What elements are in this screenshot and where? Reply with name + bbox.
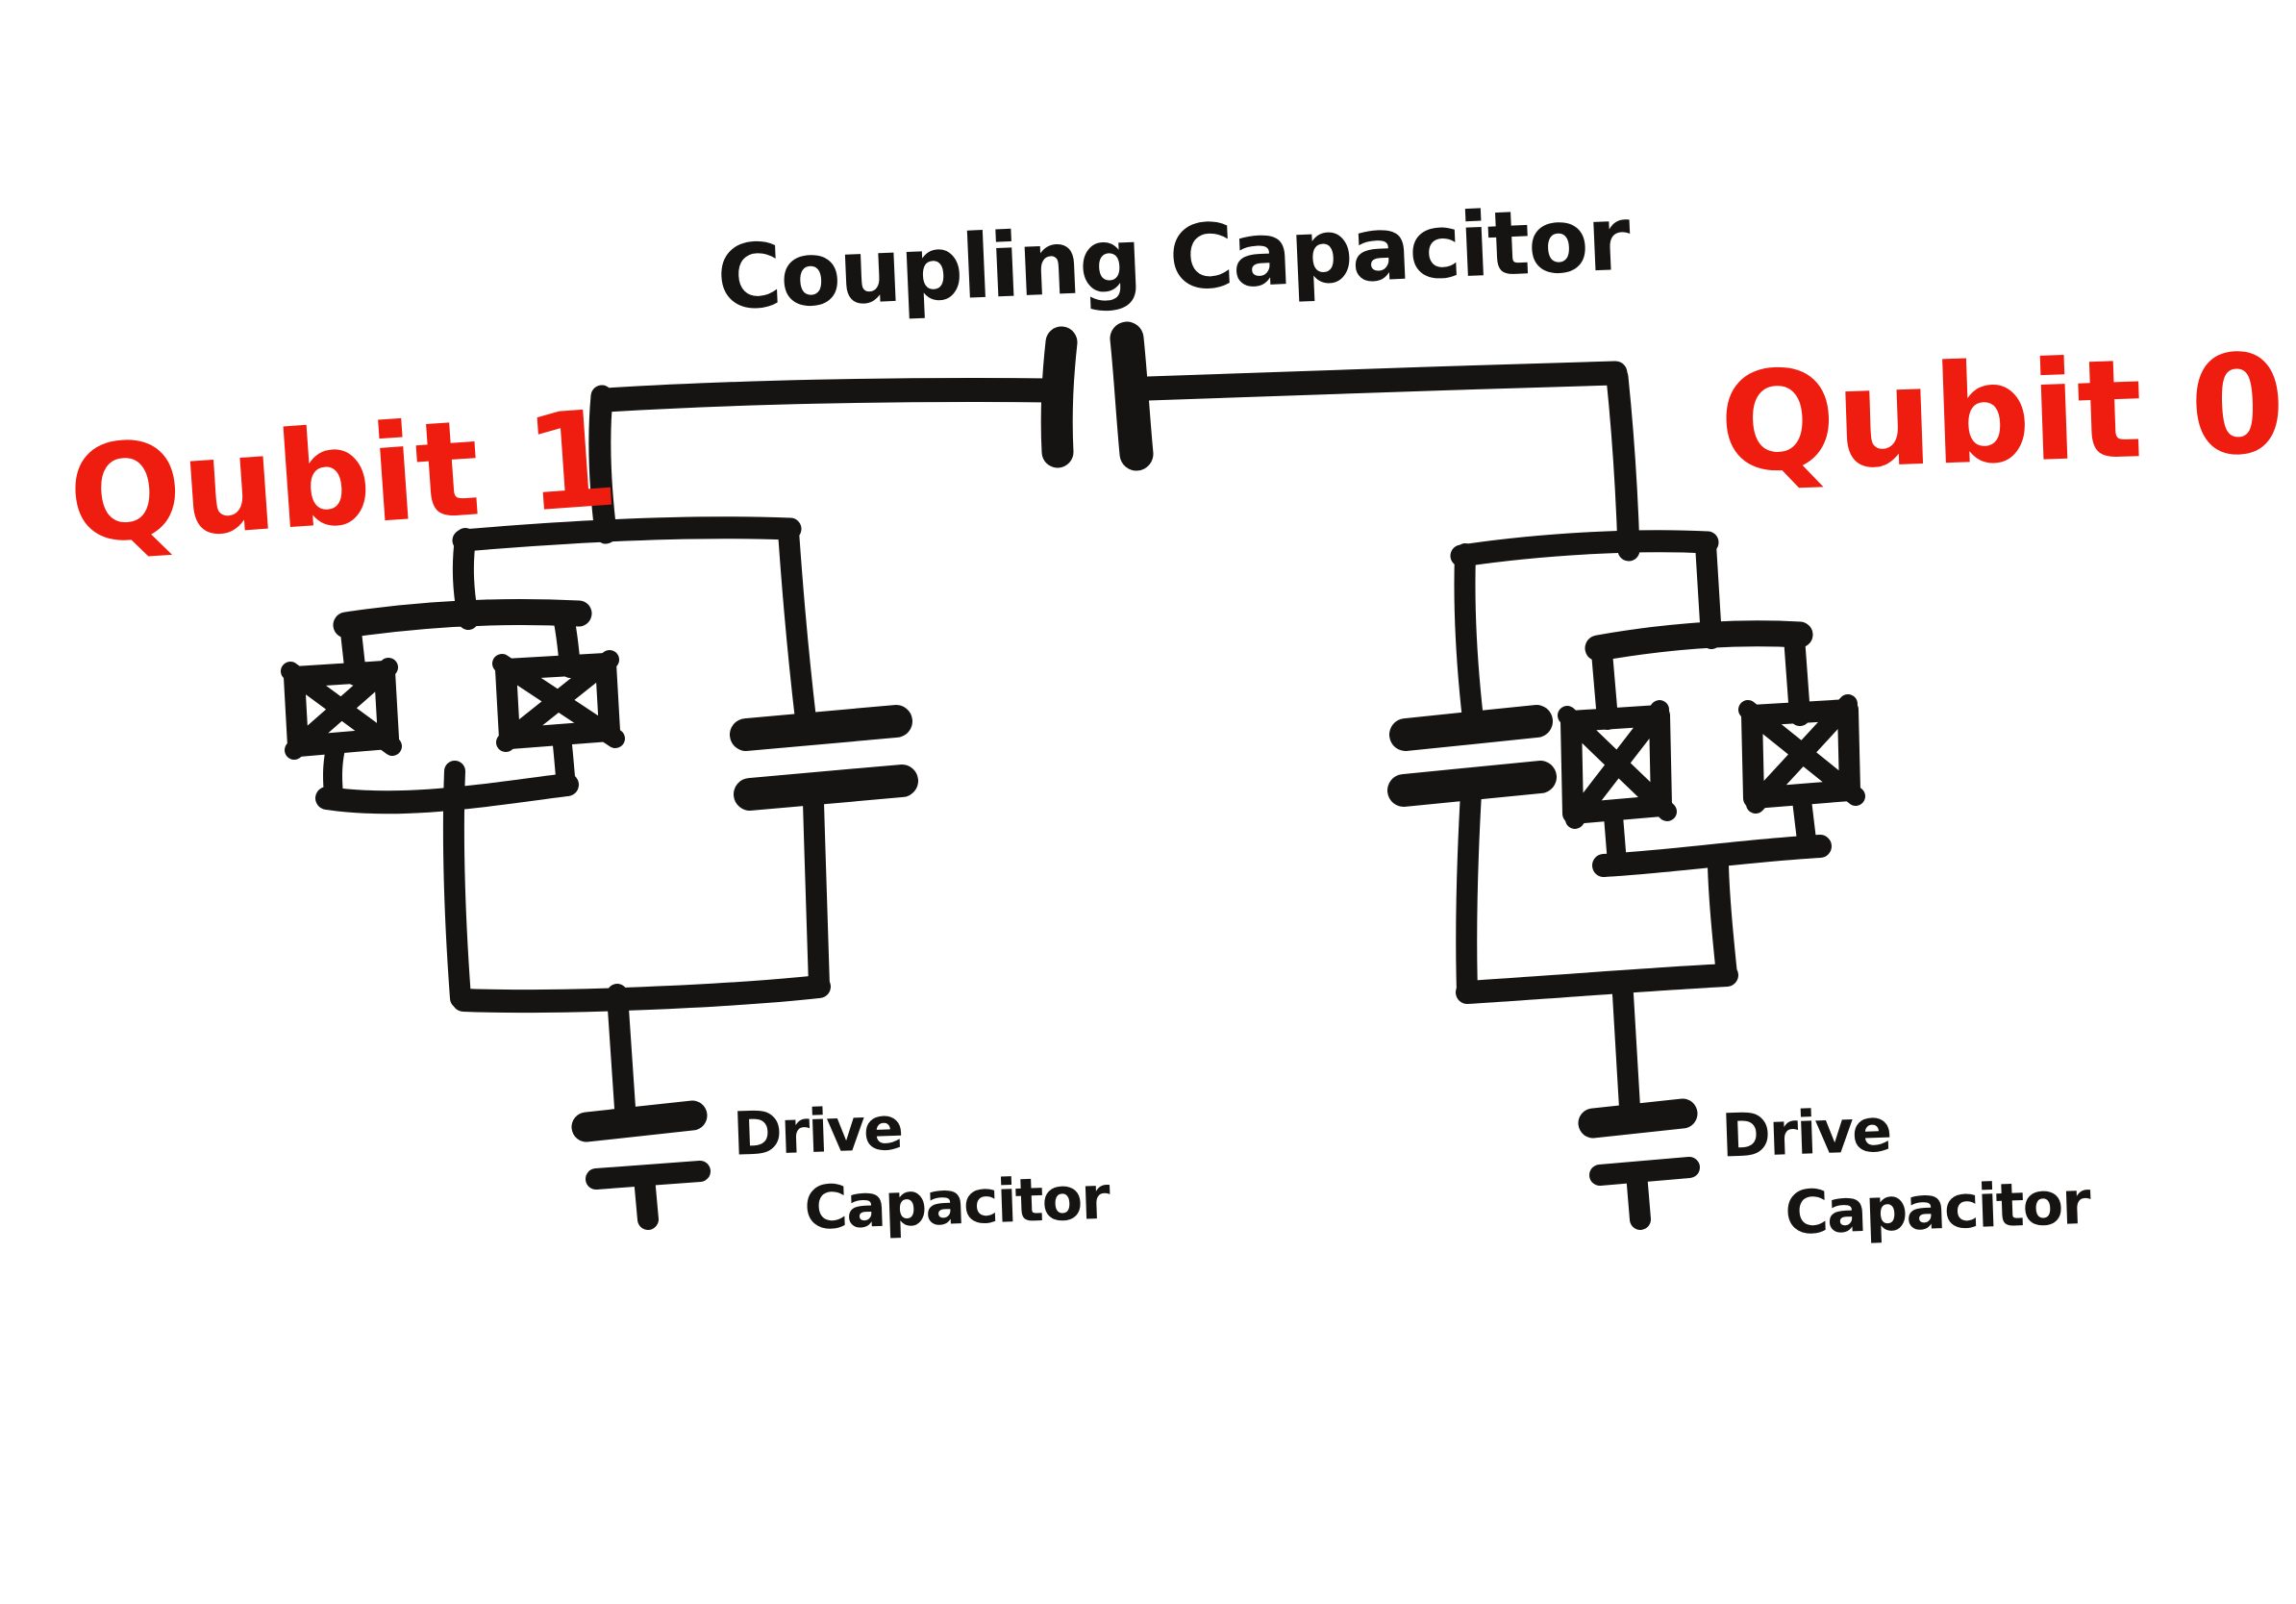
coupling-capacitor-icon xyxy=(1040,321,1154,471)
coupling-drop-wire-right xyxy=(1606,365,1640,562)
coupling-section: Coupling Capacitor xyxy=(588,188,1640,562)
qubit1-squid-top-edge xyxy=(333,599,592,639)
qubit0-shunt-capacitor-plate-bottom xyxy=(1387,761,1557,807)
qubit1-ground-stub-icon xyxy=(634,1166,659,1230)
qubit1-shunt-capacitor-plate-top xyxy=(730,705,912,751)
qubit1-loop xyxy=(442,516,831,1014)
coupling-wire-right xyxy=(1136,361,1628,401)
qubit0-loop-left-edge-lower xyxy=(1456,782,1482,1003)
coupling-wire-left xyxy=(593,377,1062,413)
junction-x-stroke2 xyxy=(285,658,398,760)
qubit0-squid-left-edge xyxy=(1591,641,1618,730)
qubit0-squid-bottom-edge xyxy=(1592,835,1832,877)
qubit1-shunt-capacitor-icon xyxy=(730,705,918,811)
qubit0-junction2-lower-wire xyxy=(1792,790,1817,858)
qubit0-loop-top-edge xyxy=(1450,530,1719,567)
qubit1-drive-capacitor xyxy=(571,984,711,1230)
qubit0-squid-loop xyxy=(1558,620,1865,877)
qubit0-loop-right-lower-wire xyxy=(1708,855,1737,986)
qubit1-josephson-junction2-icon xyxy=(492,650,625,752)
qubit0-loop-bottom-edge xyxy=(1456,964,1738,1004)
coupling-capacitor-label: Coupling Capacitor xyxy=(715,188,1634,330)
qubit0-josephson-junction2-icon xyxy=(1738,694,1865,814)
coupling-capacitor-plate-right xyxy=(1110,321,1154,471)
qubit1-drive-stub-wire xyxy=(607,984,636,1118)
junction-x-stroke2 xyxy=(496,650,619,752)
qubit1-squid-bottom-edge xyxy=(315,773,579,815)
qubit1-drive-plate-top xyxy=(571,1100,708,1142)
qubit0-junction1-lower-wire xyxy=(1604,806,1627,873)
qubit0-drive-capacitor-label: Drive Capacitor xyxy=(1720,1095,2092,1248)
drive-label-line2: Capacitor xyxy=(803,1163,1111,1243)
qubit0-label: Qubit 0 xyxy=(1717,325,2288,503)
qubit0-ground-stub-icon xyxy=(1626,1163,1651,1230)
drive-label-line2: Capacitor xyxy=(1784,1167,2092,1248)
coupling-capacitor-plate-left xyxy=(1040,326,1078,468)
qubit1-shunt-capacitor-plate-bottom xyxy=(734,764,918,811)
drive-label-line1: Drive xyxy=(1720,1095,1891,1171)
qubit1-loop-right-edge-upper xyxy=(778,520,816,730)
qubit1-loop-right-edge-lower xyxy=(803,791,830,997)
qubit0-squid-top-edge xyxy=(1585,620,1813,662)
qubit0-shunt-capacitor-plate-top xyxy=(1389,705,1553,751)
qubit1-squid-loop xyxy=(281,599,625,815)
qubit0-shunt-capacitor-icon xyxy=(1387,705,1557,807)
qubit0-loop-left-edge-upper xyxy=(1454,543,1484,730)
coupling-drop-wire-left xyxy=(588,385,617,544)
qubit1-circuit: Qubit 1 xyxy=(63,381,1111,1242)
qubit0-drive-stub-wire xyxy=(1612,984,1640,1118)
qubit1-loop-bottom-edge xyxy=(452,975,831,1014)
junction-x-stroke2 xyxy=(1565,700,1669,829)
qubit1-drive-capacitor-label: Drive Capacitor xyxy=(732,1093,1111,1243)
qubit0-drive-plate-top xyxy=(1578,1098,1698,1139)
junction-x-stroke2 xyxy=(1746,694,1858,814)
qubit1-josephson-junction1-icon xyxy=(281,658,402,760)
qubit0-josephson-junction1-icon xyxy=(1558,700,1677,829)
drive-label-line1: Drive xyxy=(732,1093,903,1169)
qubit0-drive-capacitor xyxy=(1578,984,1700,1230)
qubit0-circuit: Qubit 0 xyxy=(1387,325,2288,1248)
qubit1-loop-top-edge xyxy=(452,516,802,552)
